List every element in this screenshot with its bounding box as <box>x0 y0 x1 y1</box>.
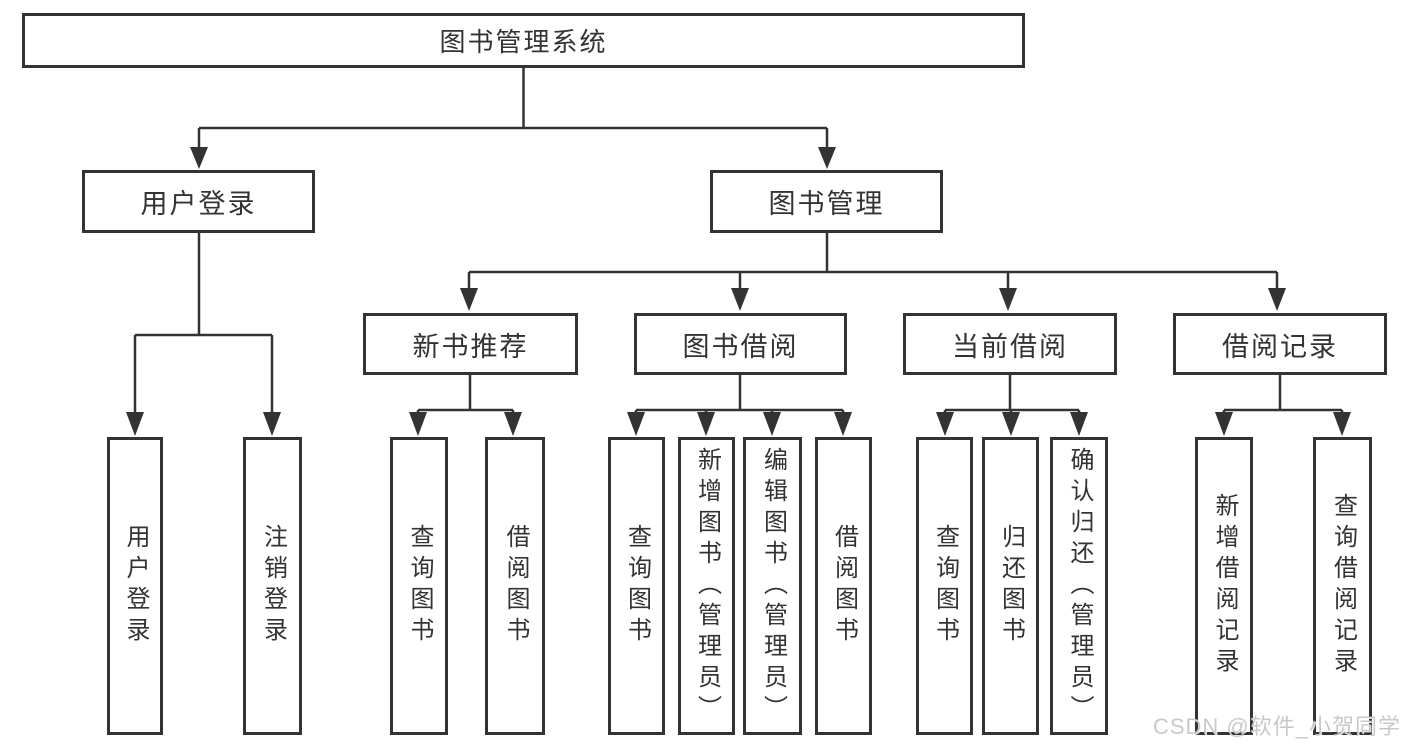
node-label: 用户登录 <box>122 524 149 648</box>
node-label: 确认归还（管理员） <box>1066 446 1093 726</box>
node-label: 图书管理系统 <box>439 27 608 57</box>
leaf-logout: 注销登录 <box>243 437 302 735</box>
connector-currentborrow-to-leaves <box>943 375 1081 414</box>
leaf-query-books-recommend: 查询图书 <box>390 437 448 735</box>
node-user-login: 用户登录 <box>82 170 315 233</box>
node-label: 编辑图书（管理员） <box>759 446 787 726</box>
node-label: 查询借阅记录 <box>1329 493 1357 679</box>
arrowheads <box>126 147 1351 436</box>
leaf-query-borrow-record: 查询借阅记录 <box>1313 437 1372 735</box>
node-book-borrow: 图书借阅 <box>634 313 847 375</box>
leaf-edit-book-admin: 编辑图书（管理员） <box>743 437 802 735</box>
connector-bookborrow-to-leaves <box>634 375 845 414</box>
csdn-watermark: CSDN @软件_小贺同学 <box>1152 714 1401 739</box>
node-label: 图书管理 <box>768 189 885 219</box>
connector-root-to-level2 <box>197 68 829 150</box>
leaf-add-book-admin: 新增图书（管理员） <box>678 437 735 735</box>
leaf-user-login: 用户登录 <box>107 437 163 735</box>
node-root-library-system: 图书管理系统 <box>22 13 1025 68</box>
node-label: 查询图书 <box>406 524 433 648</box>
leaf-borrow-books: 借阅图书 <box>815 437 872 735</box>
node-label: 查询图书 <box>623 524 651 648</box>
node-label: 借阅图书 <box>502 524 529 648</box>
leaf-add-borrow-record: 新增借阅记录 <box>1195 437 1253 735</box>
leaf-return-book: 归还图书 <box>982 437 1039 735</box>
node-label: 归还图书 <box>997 524 1025 648</box>
node-label: 用户登录 <box>140 189 257 219</box>
node-new-book-recommend: 新书推荐 <box>363 313 578 375</box>
connector-newbook-to-leaves <box>416 375 515 414</box>
node-label: 新书推荐 <box>412 331 529 362</box>
leaf-confirm-return-admin: 确认归还（管理员） <box>1050 437 1108 735</box>
node-label: 当前借阅 <box>952 331 1068 362</box>
node-label: 注销登录 <box>259 524 287 648</box>
node-label: 查询图书 <box>931 524 959 648</box>
node-borrow-records: 借阅记录 <box>1173 313 1387 375</box>
node-book-management: 图书管理 <box>710 170 943 233</box>
node-label: 图书借阅 <box>682 331 799 362</box>
leaf-query-books-current: 查询图书 <box>916 437 973 735</box>
node-label: 借阅图书 <box>830 524 858 648</box>
leaf-borrow-books-recommend: 借阅图书 <box>485 437 545 735</box>
connector-bookmgmt-to-level3 <box>467 233 1279 290</box>
connector-borrowrecords-to-leaves <box>1222 375 1344 414</box>
node-current-borrow: 当前借阅 <box>903 313 1117 375</box>
node-label: 借阅记录 <box>1222 331 1338 362</box>
node-label: 新增借阅记录 <box>1211 493 1238 679</box>
leaf-query-books-borrow: 查询图书 <box>608 437 665 735</box>
connector-userlogin-to-leaves <box>133 233 274 414</box>
node-label: 新增图书（管理员） <box>693 446 721 726</box>
